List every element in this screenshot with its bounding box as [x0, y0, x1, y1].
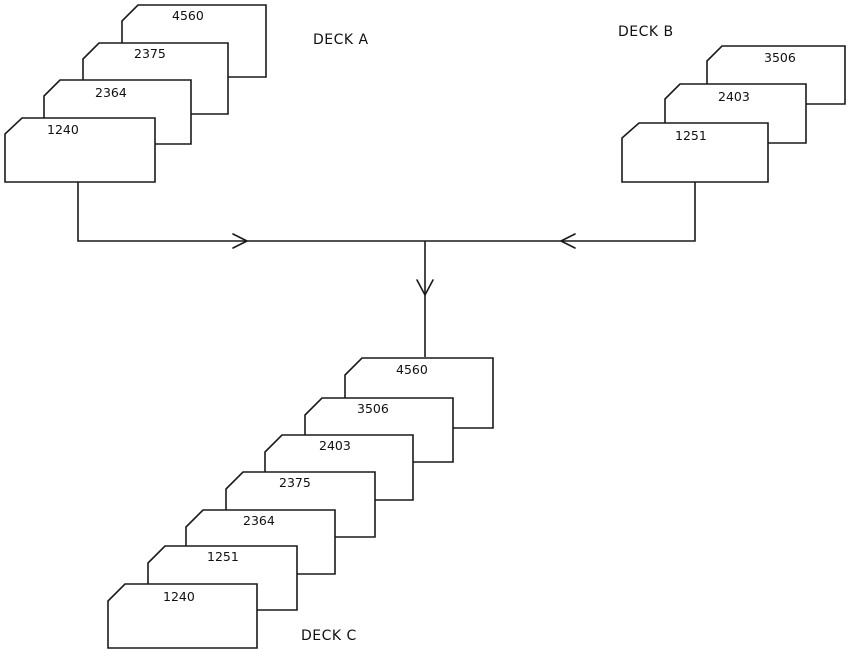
card-number: 3506: [764, 50, 796, 65]
punch-card: 1240: [5, 118, 155, 182]
card-number: 2403: [319, 438, 351, 453]
punch-card: 1251: [622, 123, 768, 182]
card-number: 1251: [207, 549, 239, 564]
punch-card: 1240: [108, 584, 257, 648]
deck-a: 4560 2375 2364 1240: [5, 5, 266, 182]
card-number: 2364: [243, 513, 275, 528]
deck-b-title: DECK B: [618, 24, 674, 40]
card-number: 2375: [134, 46, 166, 61]
card-number: 1240: [47, 122, 79, 137]
merge-line: [78, 182, 695, 241]
deck-c-title: DECK C: [301, 628, 357, 644]
merge-flow: [78, 182, 695, 357]
card-number: 2403: [718, 89, 750, 104]
deck-c: 4560 3506 2403 2375 2364 1251 1240: [108, 358, 493, 648]
card-number: 1251: [675, 128, 707, 143]
card-number: 2375: [279, 475, 311, 490]
card-number: 2364: [95, 85, 127, 100]
card-number: 3506: [357, 401, 389, 416]
card-number: 1240: [163, 589, 195, 604]
card-number: 4560: [172, 8, 204, 23]
deck-b: 3506 2403 1251: [622, 46, 845, 182]
deck-a-title: DECK A: [313, 32, 369, 48]
card-number: 4560: [396, 362, 428, 377]
